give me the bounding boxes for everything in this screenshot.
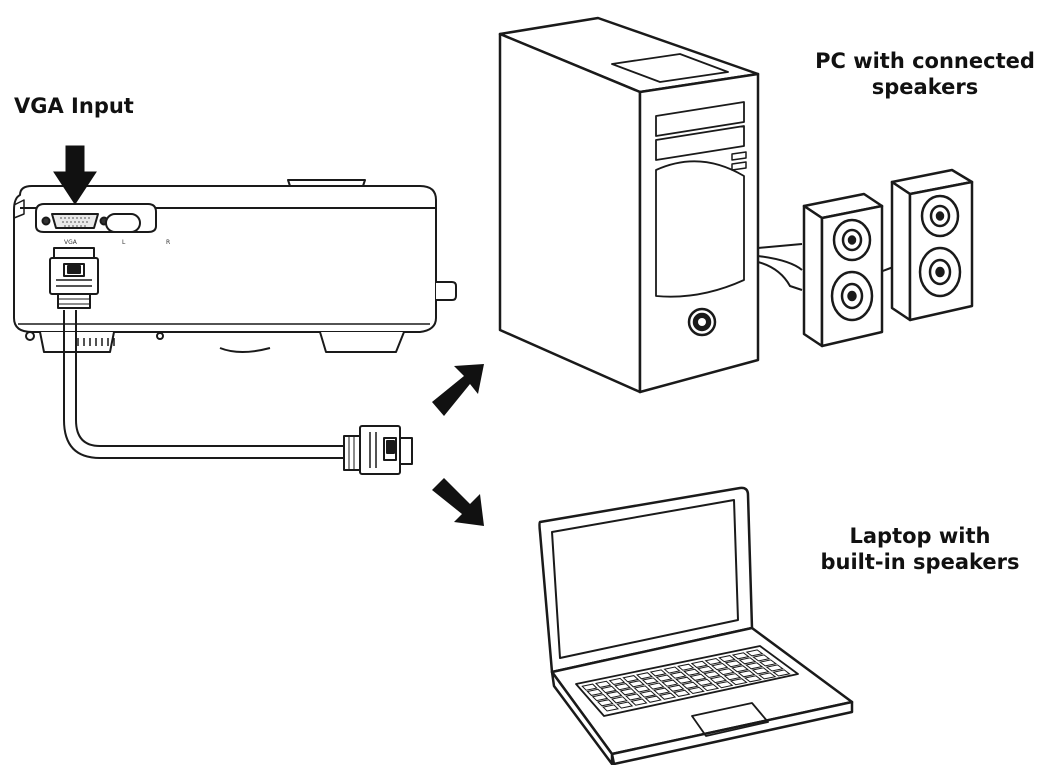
laptop-label-line1: Laptop with xyxy=(849,524,991,548)
keyboard-key xyxy=(644,695,662,703)
keyboard-key xyxy=(718,655,736,663)
projector xyxy=(13,179,457,353)
keyboard-key xyxy=(738,657,757,665)
vga-input-arrow-icon xyxy=(53,145,97,205)
keyboard-key xyxy=(655,674,673,682)
keyboard-key xyxy=(701,683,720,692)
vga-plug-free-end xyxy=(343,425,413,475)
keyboard-key xyxy=(616,701,634,709)
keyboard-key xyxy=(596,699,614,707)
pc-label-line2: speakers xyxy=(871,75,979,99)
port-label-left: L xyxy=(122,239,126,246)
keyboard-key xyxy=(751,667,770,675)
keyboard-key xyxy=(647,682,665,690)
keyboard-key xyxy=(600,685,618,694)
vga-input-label: VGA Input xyxy=(14,93,134,119)
keyboard-key xyxy=(683,668,701,676)
keyboard-key xyxy=(677,663,695,671)
keyboard-key xyxy=(743,675,763,683)
keyboard-key xyxy=(745,649,764,657)
keyboard-key xyxy=(758,659,778,667)
pc-label: PC with connected speakers xyxy=(790,48,1037,100)
keyboard-key xyxy=(605,691,623,699)
keyboard-key xyxy=(731,652,750,660)
keyboard-key xyxy=(737,670,756,678)
keyboard-key xyxy=(663,666,681,674)
keyboard-key xyxy=(636,672,653,680)
keyboard-key xyxy=(608,677,626,686)
keyboard-key xyxy=(681,681,699,689)
keyboard-key xyxy=(614,683,631,691)
keyboard-key xyxy=(729,678,748,686)
port-label-right: R xyxy=(166,239,170,246)
keyboard-key xyxy=(704,657,723,666)
keyboard-key xyxy=(715,681,734,689)
laptop-label-line2: built-in speakers xyxy=(820,550,1020,574)
arrow-to-laptop-icon xyxy=(432,478,484,526)
laptop xyxy=(538,486,854,765)
keyboard-key xyxy=(667,684,685,692)
keyboard-key xyxy=(709,675,728,684)
keyboard-key xyxy=(772,669,791,677)
keyboard-key xyxy=(689,673,707,681)
keyboard-key xyxy=(630,698,648,706)
vga-plug-projector xyxy=(49,247,99,309)
keyboard-key xyxy=(653,687,671,695)
keyboard-key xyxy=(658,692,677,700)
keyboard-key xyxy=(745,662,764,670)
keyboard-key xyxy=(695,678,713,687)
port-label-vga: VGA xyxy=(64,239,78,246)
keyboard-key xyxy=(717,668,735,676)
keyboard-key xyxy=(661,679,679,687)
laptop-keyboard xyxy=(581,649,791,712)
keyboard-key xyxy=(731,665,749,673)
keyboard-key xyxy=(641,677,659,685)
keyboard-key xyxy=(696,665,715,673)
pc-label-line1: PC with connected xyxy=(815,49,1035,73)
keyboard-key xyxy=(619,688,637,696)
keyboard-key xyxy=(687,686,705,695)
arrow-to-pc-icon xyxy=(432,364,484,416)
keyboard-key xyxy=(690,660,709,668)
keyboard-key xyxy=(669,671,687,679)
keyboard-key xyxy=(649,669,667,677)
keyboard-key xyxy=(610,696,628,704)
speaker-left xyxy=(802,192,884,348)
pc-tower xyxy=(498,16,760,394)
keyboard-key xyxy=(675,676,693,684)
vga-cable xyxy=(63,310,346,459)
keyboard-key xyxy=(627,680,645,688)
keyboard-key xyxy=(703,670,721,679)
keyboard-key xyxy=(723,673,742,681)
keyboard-key xyxy=(724,660,743,668)
keyboard-key xyxy=(586,688,604,696)
keyboard-key xyxy=(594,680,612,688)
keyboard-key xyxy=(758,672,777,680)
laptop-label: Laptop with built-in speakers xyxy=(795,523,1037,575)
vga-input-text: VGA Input xyxy=(14,94,134,118)
keyboard-key xyxy=(633,685,651,693)
keyboard-key xyxy=(752,654,771,662)
keyboard-key xyxy=(622,675,640,683)
keyboard-key xyxy=(581,683,598,691)
speaker-right xyxy=(890,168,974,322)
keyboard-key xyxy=(673,689,691,697)
keyboard-key xyxy=(710,662,729,671)
keyboard-key xyxy=(602,704,620,712)
keyboard-key xyxy=(639,690,657,698)
keyboard-key xyxy=(765,664,784,672)
keyboard-key xyxy=(625,693,643,701)
keyboard-key xyxy=(591,693,609,702)
